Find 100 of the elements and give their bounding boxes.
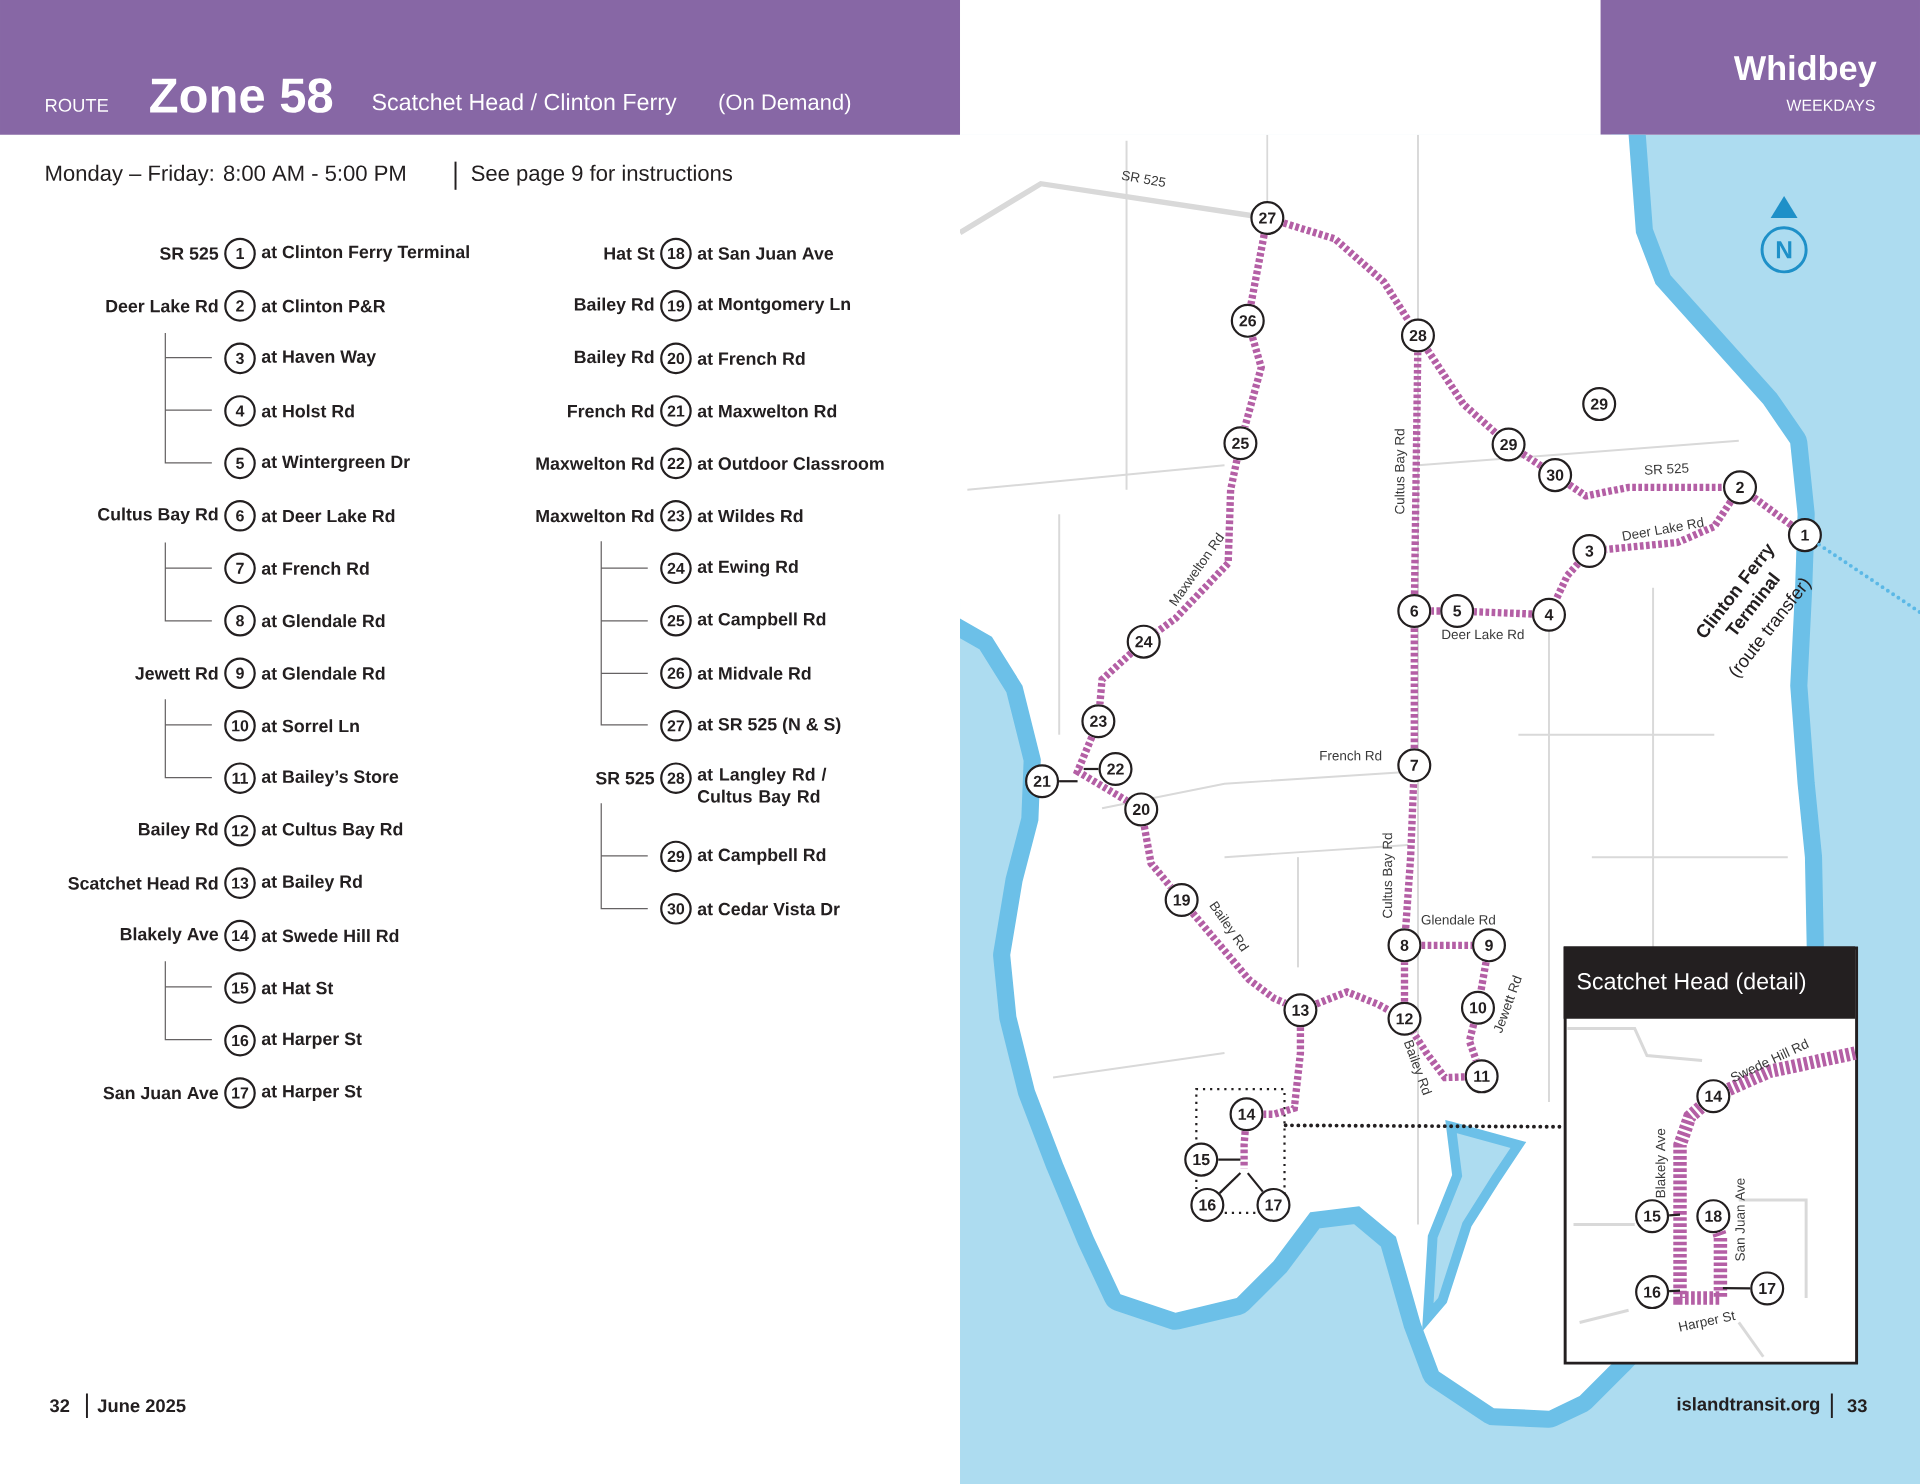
stop-name: at Cultus Bay Rd (261, 822, 403, 839)
street-name: Jewett Rd (135, 666, 218, 680)
route-line (1465, 1023, 1480, 1062)
route-line (1189, 910, 1287, 1007)
route-line (1520, 450, 1543, 469)
street-name: Bailey Rd (574, 350, 654, 367)
stop-name: at Harper St (261, 1032, 362, 1049)
stop-name: at French Rd (261, 561, 369, 575)
street-label: SR 525 (1644, 463, 1689, 475)
stop-name: at Maxwelton Rd (697, 404, 837, 418)
route-subtitle: (On Demand) (719, 93, 851, 115)
stop-name: at Outdoor Classroom (697, 456, 884, 470)
connector-line (1669, 1289, 1681, 1293)
web-address: islandtransit.org (1677, 1397, 1820, 1415)
stop-name: at Swede Hill Rd (261, 929, 399, 943)
page-number: 33 (1847, 1399, 1867, 1413)
stop-name: at Harper St (261, 1084, 362, 1101)
route-line (1247, 233, 1268, 305)
stop-name: at French Rd (697, 351, 805, 365)
route-line (1477, 961, 1490, 992)
street-name: SR 525 (160, 247, 219, 260)
street-label: Jewett Rd (1493, 975, 1522, 1033)
street-name: Bailey Rd (139, 822, 218, 839)
stop-name: at Holst Rd (261, 404, 354, 418)
street-label: Blakely Ave (1655, 1128, 1668, 1198)
connector-line (1817, 542, 1920, 615)
route-line (1726, 1046, 1857, 1096)
issue-date: June 2025 (97, 1399, 186, 1413)
route-line (1424, 347, 1499, 436)
instructions-note: See page 9 for instructions (471, 164, 733, 186)
stop-name: at Deer Lake Rd (261, 509, 395, 523)
stop-name: at SR 525 (N & S) (697, 717, 841, 734)
street-label: Swede Hill Rd (1730, 1038, 1809, 1082)
stop-name: at Wintergreen Dr (261, 455, 410, 472)
connector-line (1722, 1287, 1751, 1290)
route-word: ROUTE (46, 98, 109, 112)
street-name: Bailey Rd (574, 297, 654, 315)
route-line (1240, 1130, 1249, 1169)
route-subtitle: Scatchet Head / Clinton Ferry (372, 93, 677, 115)
street-label: Bailey Rd (1404, 1039, 1433, 1096)
connector-line (1246, 1172, 1264, 1193)
stop-name: at Clinton Ferry Terminal (261, 245, 469, 262)
street-name: Blakely Ave (120, 927, 219, 944)
street-label: San Juan Ave (1735, 1178, 1745, 1261)
stop-name: at Montgomery Ln (697, 297, 850, 314)
street-name: Maxwelton Rd (536, 456, 654, 470)
route-line (1282, 219, 1412, 324)
stop-name: at Glendale Rd (261, 614, 385, 628)
street-label: Cultus Bay Rd (1394, 429, 1408, 514)
street-label: Glendale Rd (1421, 914, 1495, 925)
street-label: Harper St (1678, 1311, 1736, 1332)
compass-letter: N (1776, 241, 1792, 259)
route-line (1155, 459, 1241, 635)
stop-name: at Haven Way (261, 350, 376, 367)
street-name: Scatchet Head Rd (68, 876, 218, 890)
connector-line (1218, 1172, 1242, 1194)
route-line (1567, 481, 1723, 500)
stop-name: at Wildes Rd (697, 509, 803, 523)
stop-name: at Cedar Vista Dr (697, 902, 840, 916)
route-line (1314, 987, 1392, 1014)
route-line (1241, 336, 1266, 428)
route-line (1096, 650, 1134, 705)
route-title: Zone 58 (150, 78, 333, 113)
street-name: SR 525 (595, 771, 655, 785)
connector-line (1669, 1213, 1681, 1217)
service-hours: Monday – Friday: 8:00 AM - 5:00 PM (46, 164, 405, 186)
stop-name: at Langley Rd / Cultus Bay Rd (697, 767, 827, 807)
stop-name: at San Juan Ave (697, 247, 834, 260)
stop-name: at Campbell Rd (697, 612, 826, 629)
page-number: 32 (49, 1399, 70, 1413)
stop-name: at Bailey Rd (261, 874, 362, 892)
stop-name: at Midvale Rd (697, 666, 811, 680)
connector-line (1059, 780, 1078, 783)
street-label: Deer Lake Rd (1622, 517, 1704, 541)
street-name: French Rd (568, 404, 654, 418)
stop-name: at Ewing Rd (697, 559, 798, 577)
street-name: San Juan Ave (103, 1086, 219, 1100)
street-label: Deer Lake Rd (1442, 629, 1524, 640)
street-name: Cultus Bay Rd (98, 507, 218, 524)
street-name: Hat St (604, 247, 655, 260)
region-name: Whidbey (1733, 55, 1877, 87)
route-line (1673, 1102, 1728, 1305)
connector-line (1218, 1158, 1241, 1161)
route-line (1552, 561, 1581, 601)
route-line (1606, 499, 1734, 553)
stop-name: at Clinton P&R (261, 299, 386, 313)
street-name: Deer Lake Rd (106, 299, 218, 313)
stop-name: at Sorrel Ln (261, 719, 359, 733)
route-line (1072, 735, 1129, 804)
service-days: WEEKDAYS (1786, 99, 1875, 111)
stop-name: at Bailey’s Store (261, 769, 399, 787)
street-label: French Rd (1320, 750, 1382, 761)
route-line (1751, 494, 1794, 528)
stop-name: at Campbell Rd (697, 848, 826, 865)
route-line (1402, 782, 1418, 929)
stop-name: at Hat St (261, 981, 334, 995)
route-line (1140, 825, 1174, 890)
street-label: Cultus Bay Rd (1382, 833, 1395, 918)
street-name: Maxwelton Rd (536, 509, 654, 523)
street-label: SR 525 (1121, 170, 1166, 187)
